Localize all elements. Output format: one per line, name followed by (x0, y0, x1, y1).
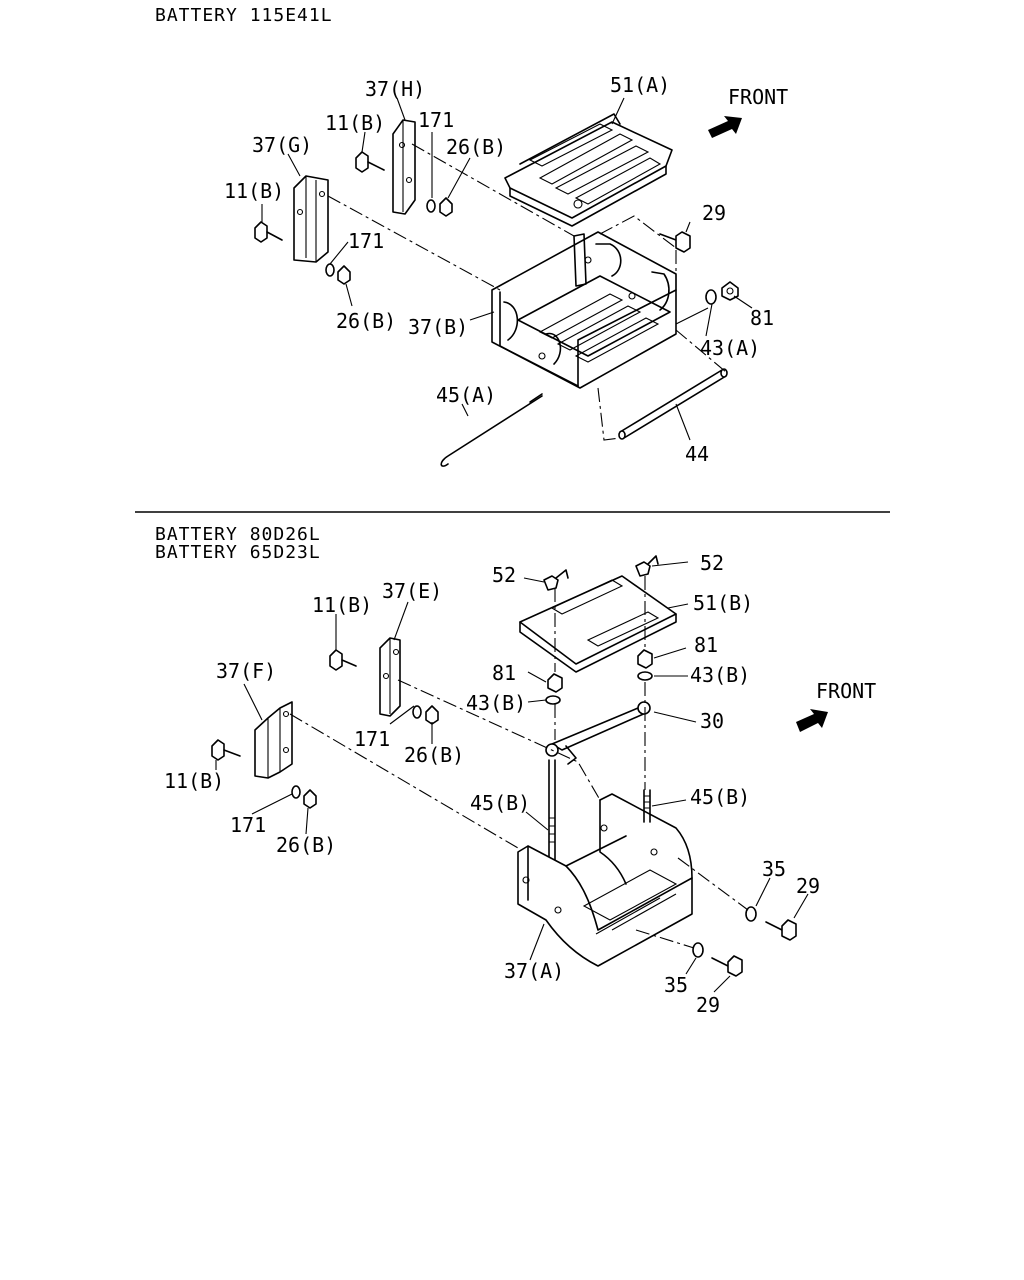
washer-35-right (745, 906, 757, 922)
callout-37h: 37(H) (365, 77, 425, 101)
bolt-29-right (765, 919, 797, 941)
callout-43b: 43(B) (690, 663, 750, 687)
upper-diagram: BATTERY 115E41L FRONT (155, 5, 788, 467)
callout-29: 29 (702, 201, 726, 225)
leaders-lower (215, 561, 809, 993)
hook-bolt-45b-right (643, 789, 651, 823)
hook-bolt-45a (440, 393, 543, 467)
bolt-11b-upper-2 (254, 221, 283, 243)
callout-37f: 37(F) (216, 659, 276, 683)
battery-tray-37a (517, 793, 693, 967)
bracket-37h (392, 119, 416, 215)
battery-tray-37b (491, 231, 677, 389)
callout-26b: 26(B) (404, 743, 464, 767)
callout-43a: 43(A) (700, 336, 760, 360)
nut-81-right (637, 649, 653, 681)
front-arrow-icon (796, 709, 828, 732)
washer-nut-lower-1 (412, 705, 439, 725)
wing-nut-52-left (543, 569, 569, 591)
callout-81: 81 (750, 306, 774, 330)
callout-52: 52 (700, 551, 724, 575)
front-arrow-icon (708, 116, 742, 138)
callout-26b: 26(B) (446, 135, 506, 159)
bolt-29-upper (659, 231, 691, 253)
bracket-37f (254, 701, 293, 779)
front-label: FRONT (816, 679, 876, 703)
nut-81-left (545, 673, 563, 705)
bolt-11b-lower-1 (329, 649, 357, 671)
callout-171: 171 (230, 813, 266, 837)
retainer-bar-30 (545, 701, 651, 765)
washer-43a-nut-81-upper (705, 281, 739, 305)
callout-11b: 11(B) (325, 111, 385, 135)
callouts-lower: 52 52 51(B) 11(B) 37(E) 81 81 43(B) 43(B… (164, 551, 820, 1017)
washer-35-lower (692, 942, 704, 958)
washer-nut-upper-2 (325, 263, 351, 285)
callout-11b: 11(B) (224, 179, 284, 203)
callout-45a: 45(A) (436, 383, 496, 407)
callout-44: 44 (685, 442, 709, 466)
callout-30: 30 (700, 709, 724, 733)
front-label: FRONT (728, 85, 788, 109)
callout-52: 52 (492, 563, 516, 587)
leaders-upper (261, 97, 753, 441)
bolt-11b-lower-2 (211, 739, 241, 761)
callout-11b: 11(B) (164, 769, 224, 793)
battery-cover-51b (519, 575, 677, 673)
wing-nut-52-right (635, 555, 659, 577)
callout-35: 35 (762, 857, 786, 881)
diagram-title-1: BATTERY 80D26L (155, 524, 321, 545)
callout-45b: 45(B) (470, 791, 530, 815)
callout-37e: 37(E) (382, 579, 442, 603)
rod-44 (618, 368, 728, 440)
diagram-title-2: BATTERY 65D23L (155, 542, 321, 563)
bracket-37e (379, 637, 401, 717)
callout-171: 171 (418, 108, 454, 132)
callout-29: 29 (696, 993, 720, 1017)
front-arrow-upper: FRONT (708, 85, 788, 138)
bracket-37g (293, 175, 329, 263)
callout-26b: 26(B) (276, 833, 336, 857)
battery-cover-51a (504, 113, 673, 227)
callout-51b: 51(B) (693, 591, 753, 615)
bolt-11b-upper-1 (355, 151, 385, 173)
callout-81: 81 (492, 661, 516, 685)
lower-diagram: BATTERY 80D26L BATTERY 65D23L FRONT (155, 524, 876, 1017)
callout-51a: 51(A) (610, 73, 670, 97)
callouts-upper: 37(H) 51(A) 11(B) 171 26(B) 37(G) 11(B) … (224, 73, 774, 466)
callout-11b: 11(B) (312, 593, 372, 617)
callout-45b: 45(B) (690, 785, 750, 809)
washer-nut-lower-2 (291, 785, 317, 809)
callout-37a: 37(A) (504, 959, 564, 983)
callout-81: 81 (694, 633, 718, 657)
callout-171: 171 (348, 229, 384, 253)
callout-37g: 37(G) (252, 133, 312, 157)
assembly-lines-upper (327, 143, 727, 441)
callout-43b: 43(B) (466, 691, 526, 715)
bolt-29-lower (711, 955, 743, 977)
callout-26b: 26(B) (336, 309, 396, 333)
callout-37b: 37(B) (408, 315, 468, 339)
front-arrow-lower: FRONT (796, 679, 876, 732)
callout-171: 171 (354, 727, 390, 751)
callout-29: 29 (796, 874, 820, 898)
washer-nut-upper-1 (426, 197, 453, 217)
callout-35: 35 (664, 973, 688, 997)
diagram-title: BATTERY 115E41L (155, 5, 333, 26)
assembly-lines-lower (289, 576, 749, 949)
